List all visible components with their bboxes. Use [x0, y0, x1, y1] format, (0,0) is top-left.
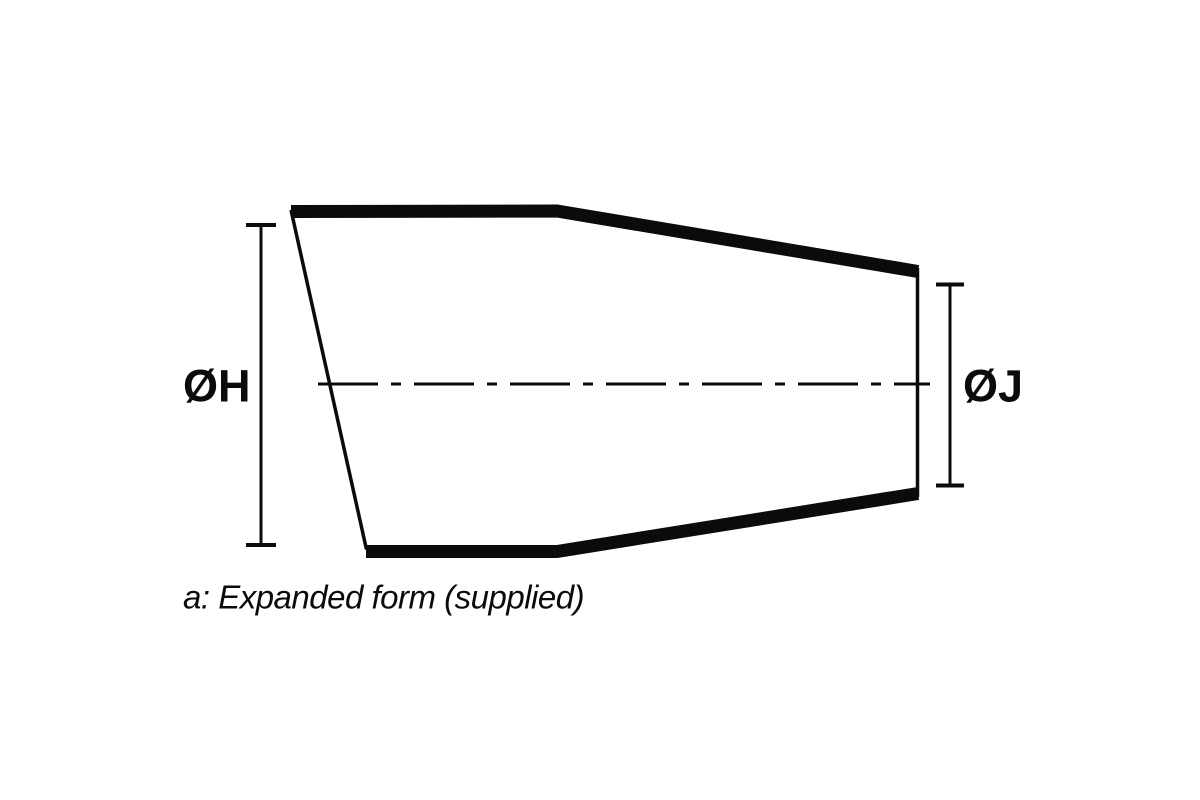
- sleeve-top-wall: [290, 204, 920, 278]
- sleeve-bottom-wall: [366, 487, 920, 558]
- figure-caption: a: Expanded form (supplied): [183, 578, 585, 616]
- dimension-label-H: ØH: [183, 360, 251, 412]
- dimension-line-H: [246, 223, 276, 547]
- dimension-line-J: [936, 282, 964, 488]
- dimension-label-J: ØJ: [963, 360, 1024, 412]
- sleeve-left-edge: [289, 209, 369, 550]
